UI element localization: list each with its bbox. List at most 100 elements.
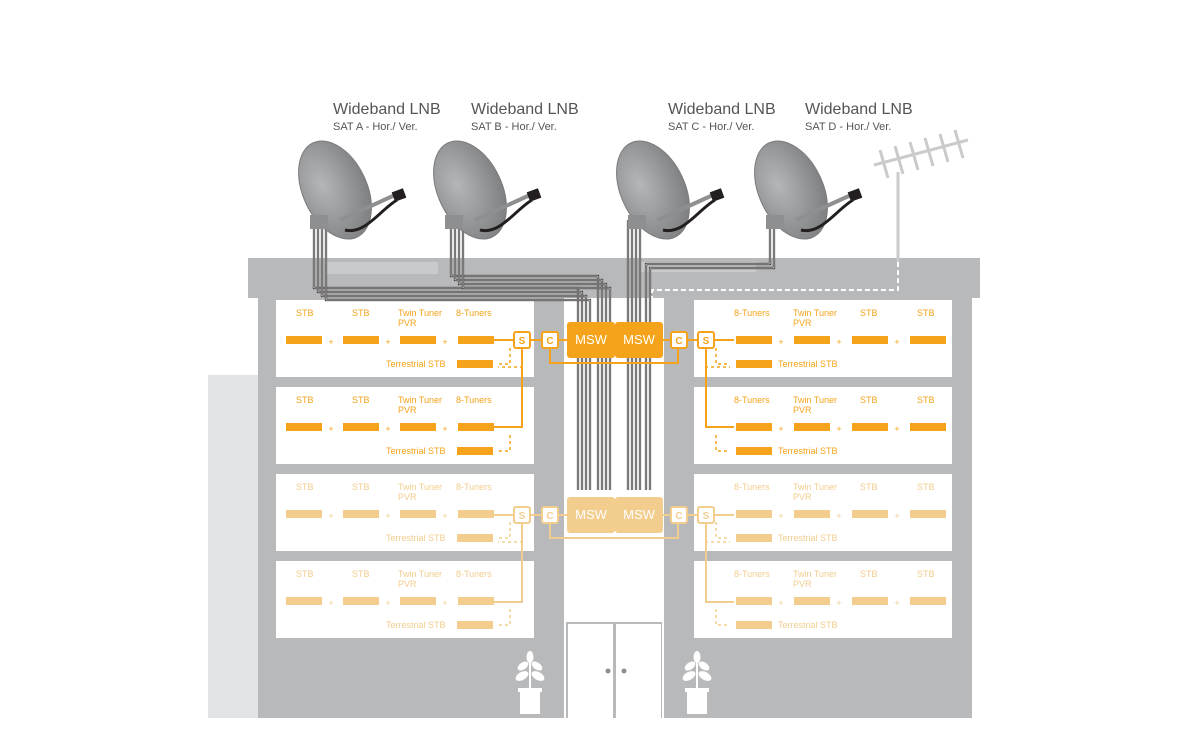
device-bar — [400, 336, 436, 344]
splitter-box-label: S — [703, 511, 710, 522]
dish-arm — [339, 193, 396, 222]
switch-loop — [549, 523, 679, 539]
label-stb: STB — [917, 569, 935, 579]
floor-feed — [494, 348, 523, 428]
terrestrial-feed — [705, 523, 730, 543]
cable-highlight — [645, 220, 771, 490]
dish-reflector — [754, 140, 828, 240]
label-stb: STB — [917, 482, 935, 492]
label-stb: STB — [860, 395, 878, 405]
label-pvr: PVR — [793, 579, 812, 589]
label-8-tuners: 8-Tuners — [456, 569, 492, 579]
cable-highlight — [313, 220, 579, 490]
lnb-cable — [662, 198, 716, 233]
lnb-cable — [800, 198, 854, 233]
cable-highlight — [321, 220, 587, 490]
device-bar — [286, 423, 322, 431]
terrestrial-link — [715, 522, 730, 539]
plus-sign: + — [385, 424, 390, 434]
device-bar — [736, 423, 772, 431]
terrestrial-bar — [736, 447, 772, 455]
terrestrial-link — [498, 609, 511, 626]
device-bar — [910, 510, 946, 518]
label-stb: STB — [352, 308, 370, 318]
label-stb: STB — [352, 395, 370, 405]
terrestrial-bar — [736, 534, 772, 542]
plus-sign: + — [836, 511, 841, 521]
combiner-box-label: C — [546, 336, 553, 347]
terrestrial-link — [715, 348, 730, 365]
device-bar — [736, 597, 772, 605]
terrestrial-feed — [498, 523, 523, 543]
plus-sign: + — [836, 424, 841, 434]
label-twin-tuner: Twin Tuner — [398, 395, 442, 405]
lnb-head — [709, 188, 725, 202]
label-twin-tuner: Twin Tuner — [793, 308, 837, 318]
label-pvr: PVR — [793, 492, 812, 502]
terrestrial-link — [498, 348, 511, 365]
lnb-labels: Wideband LNB SAT A - Hor./ Ver. Wideband… — [333, 101, 913, 133]
msw-box-label: MSW — [575, 332, 608, 347]
label-8-tuners: 8-Tuners — [456, 482, 492, 492]
label-8-tuners: 8-Tuners — [734, 482, 770, 492]
label-stb: STB — [917, 395, 935, 405]
plus-sign: + — [894, 337, 899, 347]
terrestrial-bar — [457, 534, 493, 542]
label-pvr: PVR — [793, 405, 812, 415]
dish-mount — [445, 215, 463, 229]
plus-sign: + — [328, 598, 333, 608]
device-bar — [400, 423, 436, 431]
plus-sign: + — [836, 598, 841, 608]
device-bar — [286, 510, 322, 518]
device-bar — [794, 423, 830, 431]
splitter-box-label: S — [519, 511, 526, 522]
plus-sign: + — [442, 337, 447, 347]
dish-reflector — [616, 140, 690, 240]
dish-arm — [657, 193, 714, 222]
label-stb: STB — [860, 308, 878, 318]
plant-left-icon — [515, 651, 545, 714]
plus-sign: + — [894, 424, 899, 434]
terrestrial-bar — [736, 621, 772, 629]
label-stb: STB — [296, 482, 314, 492]
label-8-tuners: 8-Tuners — [734, 569, 770, 579]
lnb-cable — [344, 198, 398, 233]
device-bar — [794, 597, 830, 605]
device-bar — [852, 336, 888, 344]
label-terrestrial-stb: Terrestrial STB — [778, 533, 838, 543]
terrestrial-link — [715, 435, 730, 452]
dish-reflector — [298, 140, 372, 240]
cable-highlight — [325, 220, 591, 490]
satellite-dish-icon — [754, 140, 863, 240]
label-stb: STB — [296, 569, 314, 579]
device-bar — [794, 510, 830, 518]
device-bar — [400, 510, 436, 518]
label-terrestrial-stb: Terrestrial STB — [386, 359, 446, 369]
lnb-c-title: Wideband LNB — [668, 101, 776, 118]
device-bar — [736, 510, 772, 518]
lnb-d-title: Wideband LNB — [805, 101, 913, 118]
device-bar — [794, 336, 830, 344]
dish-arm — [795, 193, 852, 222]
device-bar — [458, 510, 494, 518]
label-8-tuners: 8-Tuners — [734, 395, 770, 405]
terrestrial-feed — [498, 348, 523, 368]
label-terrestrial-stb: Terrestrial STB — [386, 533, 446, 543]
satellite-dish-icon — [298, 140, 407, 240]
dish-arm — [474, 193, 531, 222]
satellite-dishes — [298, 140, 863, 240]
cable-highlight — [649, 220, 775, 490]
lnb-a-subtitle: SAT A - Hor./ Ver. — [333, 121, 418, 133]
floor-feed — [705, 348, 734, 428]
plus-sign: + — [385, 511, 390, 521]
label-pvr: PVR — [793, 318, 812, 328]
plus-sign: + — [778, 337, 783, 347]
device-bar — [852, 597, 888, 605]
splitter-box-label: S — [519, 336, 526, 347]
device-bar — [852, 510, 888, 518]
label-terrestrial-stb: Terrestrial STB — [386, 620, 446, 630]
plus-sign: + — [328, 511, 333, 521]
label-twin-tuner: Twin Tuner — [398, 308, 442, 318]
label-twin-tuner: Twin Tuner — [793, 395, 837, 405]
device-bar — [910, 597, 946, 605]
